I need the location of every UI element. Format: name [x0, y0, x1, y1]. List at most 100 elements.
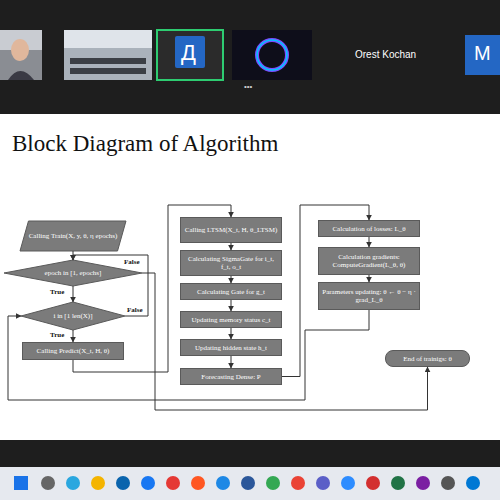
shape-fill [21, 302, 125, 330]
node-text-group: Calling LTSM(X_t, H, θ_LTSM) [182, 226, 280, 234]
node-label: Updating hidden state h_t [192, 344, 270, 352]
flow-connector [73, 205, 231, 372]
classroom-wall [64, 30, 152, 48]
node-label: Calling Train(X, y, θ, η epochs) [26, 232, 121, 240]
flow-connector [231, 328, 232, 339]
node-label: Parameters updating: θ ← θ − η · grad_L_… [319, 288, 419, 304]
node-label: Forecasting Dense: P [198, 373, 264, 381]
flow-connector [231, 243, 232, 250]
ring-thumbnail [232, 30, 312, 80]
node-label: Calling LTSM(X_t, H, θ_LTSM) [182, 226, 280, 234]
process-box: Updating memory status c_t [180, 311, 282, 328]
node-text-group: Calculating SigmaGate for i_t, f_t, o_t [181, 255, 281, 271]
flow-connector [73, 330, 74, 342]
io-parallelogram: Calling Train(X, y, θ, η epochs) [20, 221, 126, 251]
node-text-group: i in [1 len(X)] [50, 312, 95, 320]
flow-connector [73, 286, 74, 302]
node-text-group: Calling Predict(X_t, H, θ) [34, 347, 113, 355]
terminal-box: End of trainigs: θ [385, 350, 470, 367]
active-tile [157, 30, 223, 80]
taskbar-icon [466, 476, 480, 490]
avatar-initial: Д [181, 40, 196, 66]
taskbar-icon [441, 476, 455, 490]
avatar-square [465, 35, 500, 75]
taskbar-icon [341, 476, 355, 490]
edge-label: True [50, 331, 64, 339]
process-box: Calculation of losses: L_θ [318, 220, 420, 237]
node-label: Calculating Gate for g_t [194, 288, 268, 296]
taskbar-icon [91, 476, 105, 490]
process-box: Calling LTSM(X_t, H, θ_LTSM) [180, 217, 282, 243]
webcam-thumbnail [0, 30, 42, 80]
node-label: Calling Predict(X_t, H, θ) [34, 347, 113, 355]
webcam-body [8, 71, 34, 80]
taskbar-icon [41, 476, 55, 490]
node-text-group: Calculation of losses: L_θ [329, 225, 408, 233]
webcam-face [11, 39, 29, 61]
flow-connector [231, 356, 232, 368]
node-label: Calculating SigmaGate for i_t, f_t, o_t [181, 255, 281, 271]
classroom-desks [70, 58, 146, 64]
shape-fill [20, 221, 126, 251]
taskbar-icon [241, 476, 255, 490]
slide-background [0, 114, 500, 440]
taskbar-icon [266, 476, 280, 490]
node-text-group: Parameters updating: θ ← θ − η · grad_L_… [319, 288, 419, 304]
node-text-group: Calculating Gate for g_t [194, 288, 268, 296]
flow-connector [142, 273, 428, 410]
windows-icon [14, 476, 28, 490]
classroom-thumbnail [64, 30, 152, 80]
decision-diamond: i in [1 len(X)] [21, 302, 125, 330]
taskbar-icon [366, 476, 380, 490]
process-box: Calculating SigmaGate for i_t, f_t, o_t [180, 250, 282, 276]
process-box: Calculating Gate for g_t [180, 283, 282, 300]
participant-name: Orest Kochan [355, 49, 416, 60]
process-box: Calling Predict(X_t, H, θ) [22, 342, 124, 360]
taskbar-icon [316, 476, 330, 490]
flow-connector [369, 275, 370, 282]
taskbar-icon [66, 476, 80, 490]
taskbar-icon [191, 476, 205, 490]
flow-connector [369, 237, 370, 247]
taskbar-icon [416, 476, 430, 490]
process-box: Parameters updating: θ ← θ − η · grad_L_… [318, 282, 420, 310]
ring-graphic [257, 40, 287, 70]
node-label: i in [1 len(X)] [50, 312, 95, 320]
node-label: Updating memory status c_t [188, 316, 273, 324]
taskbar-icon [166, 476, 180, 490]
node-text-group: epoch in [1, epochs] [42, 269, 105, 277]
node-text-group: Calculation gradients: ComputeGradient(L… [319, 253, 419, 269]
ring-graphic [257, 40, 287, 70]
taskbar-icon [391, 476, 405, 490]
taskbar-icon [141, 476, 155, 490]
node-text-group: Updating memory status c_t [188, 316, 273, 324]
process-box: Calculation gradients: ComputeGradient(L… [318, 247, 420, 275]
taskbar-icon [116, 476, 130, 490]
flow-connector [8, 310, 369, 400]
node-label: End of trainigs: θ [400, 355, 455, 363]
node-text-group: End of trainigs: θ [400, 355, 455, 363]
avatar-square [175, 36, 205, 68]
more-indicator: ••• [244, 82, 252, 91]
node-text-group: Forecasting Dense: P [198, 373, 264, 381]
flow-connector [231, 300, 232, 311]
classroom-desks [70, 68, 146, 74]
edge-label: True [50, 288, 64, 296]
flow-connector [231, 276, 232, 283]
flow-connector [282, 205, 369, 377]
process-box: Forecasting Dense: P [180, 368, 282, 385]
edge-label: False [124, 258, 140, 266]
shape-fill [4, 260, 142, 286]
flow-connector [73, 255, 148, 316]
node-label: epoch in [1, epochs] [42, 269, 105, 277]
taskbar [0, 467, 500, 500]
node-label: Calculation gradients: ComputeGradient(L… [319, 253, 419, 269]
edge-label: False [127, 306, 143, 314]
node-label: Calculation of losses: L_θ [329, 225, 408, 233]
avatar-initial: M [474, 42, 491, 65]
slide-title: Block Diagram of Algorithm [12, 131, 278, 157]
node-text-group: Updating hidden state h_t [192, 344, 270, 352]
